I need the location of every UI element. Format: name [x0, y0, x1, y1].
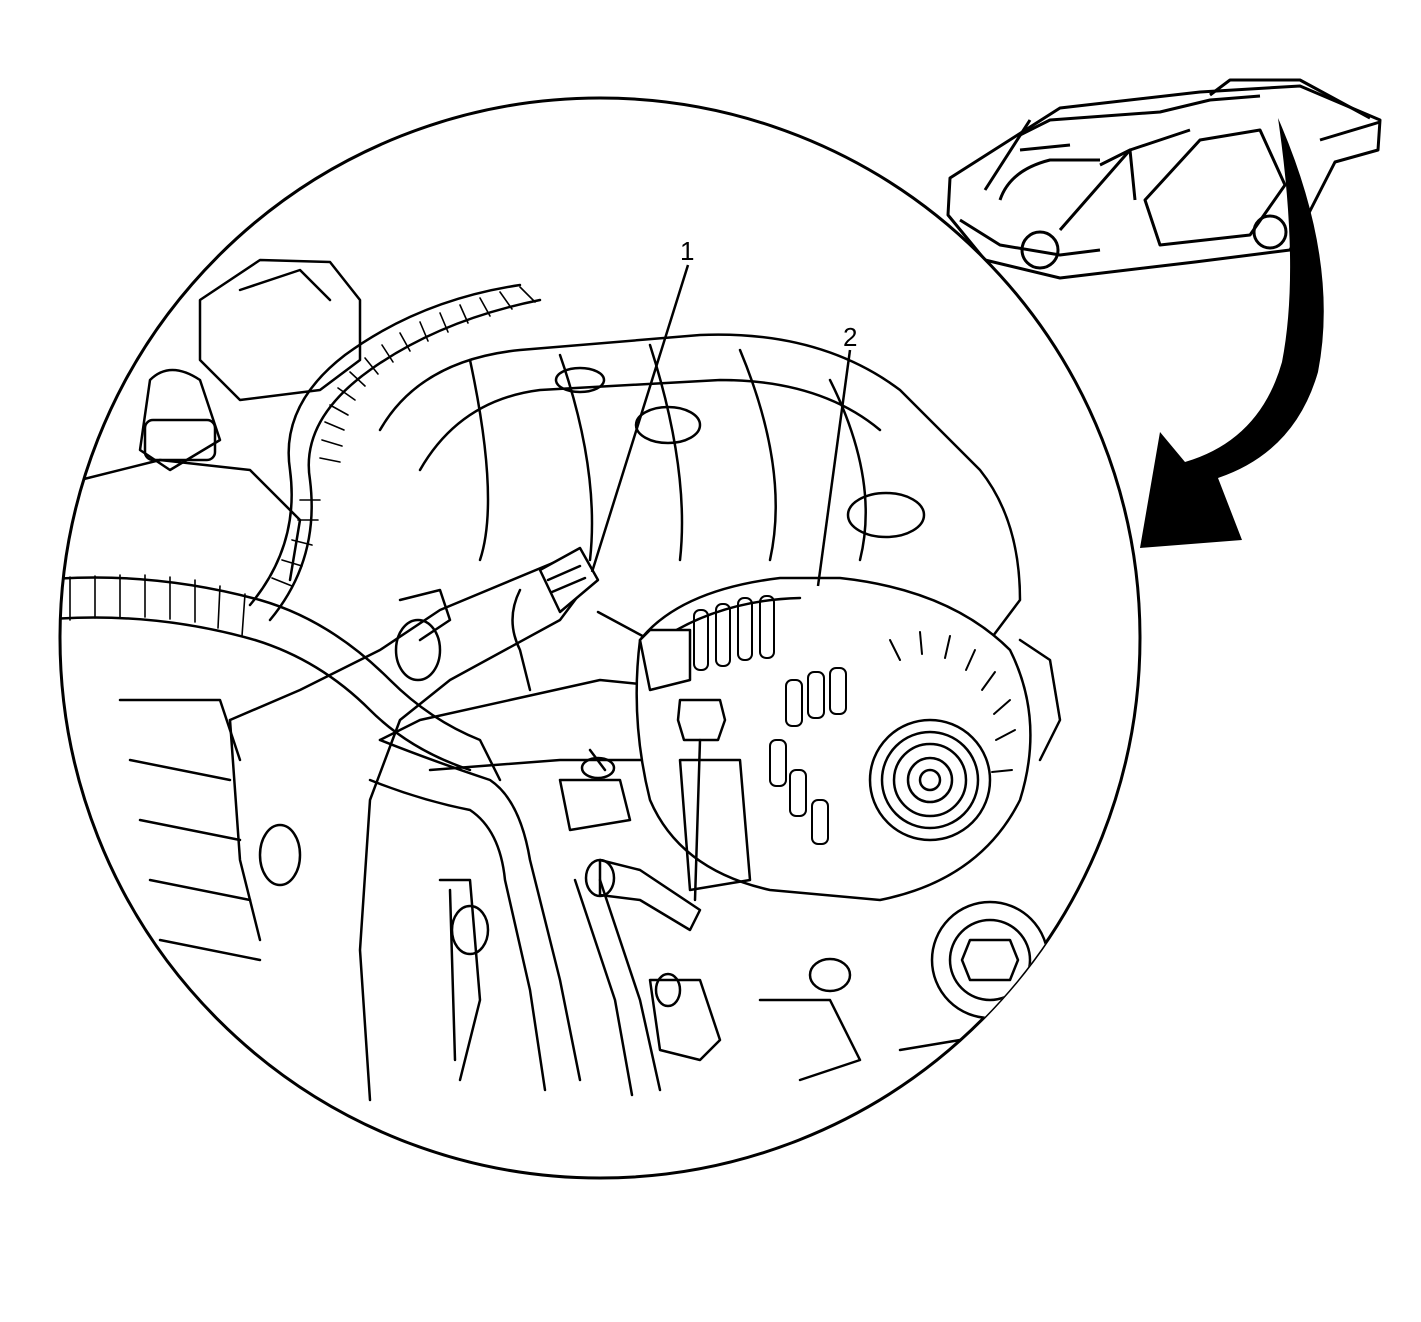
leader-line-2 [816, 349, 852, 587]
leader-lines [590, 264, 852, 587]
callout-1: 1 [680, 236, 694, 266]
detail-pointer-arrow-icon [1140, 118, 1324, 548]
vehicle-location-icon [946, 78, 1382, 280]
leader-line-1 [590, 264, 690, 573]
callout-2: 2 [843, 322, 857, 352]
engine-compartment-drawing [60, 258, 1062, 1102]
